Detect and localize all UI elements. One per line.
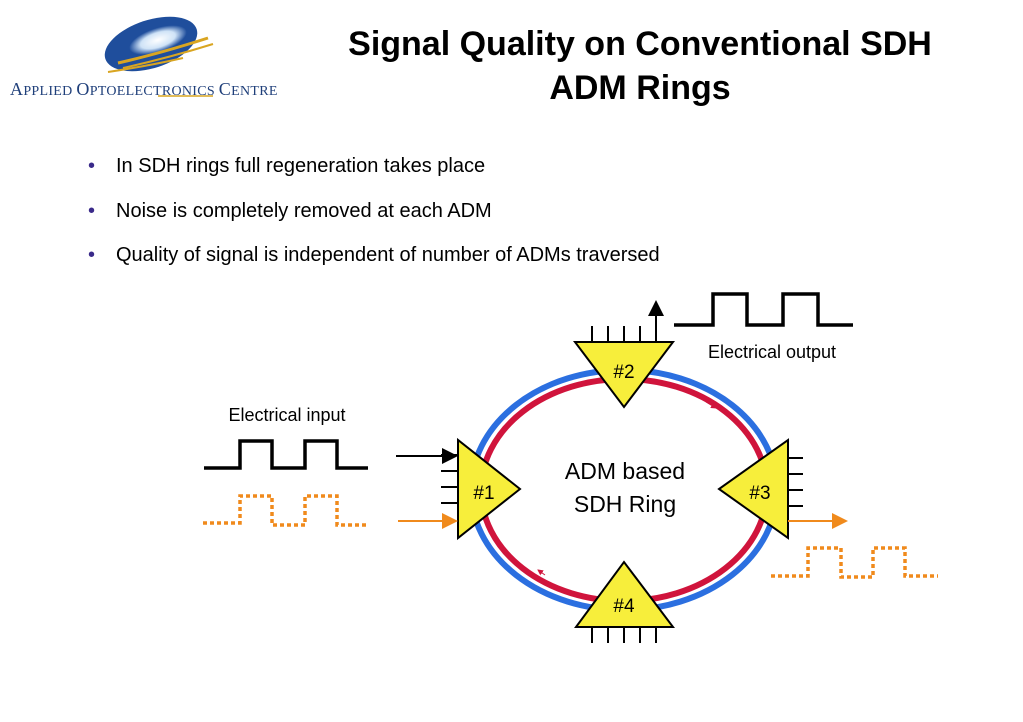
noisy-input-waveform [203,494,368,527]
page-title: Signal Quality on Conventional SDH ADM R… [290,22,990,110]
adm-node-2: #2 [572,300,676,409]
ring-center-label-1: ADM based [565,458,685,484]
bullet-item: •Noise is completely removed at each ADM [88,199,492,222]
node-label-2: #2 [613,362,634,383]
bullet-list: •In SDH rings full regeneration takes pl… [88,155,660,289]
adm-node-4: #4 [574,560,676,643]
node-label-1: #1 [473,483,494,504]
noisy-output-waveform [771,546,938,579]
bullet-dot-icon: • [88,199,96,222]
ring-direction-arrow [705,401,717,409]
adm-node-3: #3 [717,438,803,540]
clean-input-waveform [204,439,368,470]
bullet-item: •In SDH rings full regeneration takes pl… [88,155,486,177]
logo [8,8,298,108]
node-label-3: #3 [749,483,770,504]
ring-direction-arrow [537,569,546,576]
clean-output-waveform [674,292,853,327]
logo-emblem-icon [104,16,214,97]
bullet-dot-icon: • [88,155,96,177]
logo-org-name: APPLIED OPTOELECTRONICS CENTRE [10,79,278,99]
bullet-item: •Quality of signal is independent of num… [88,244,660,266]
electrical-input-label: Electrical input [228,405,345,425]
bullet-dot-icon: • [88,244,96,266]
node-label-4: #4 [613,596,635,617]
title-line-1: Signal Quality on Conventional SDH [348,25,932,63]
electrical-output-label: Electrical output [708,342,836,362]
title-line-2: ADM Rings [549,69,731,107]
ring-center-label-2: SDH Ring [574,491,676,517]
